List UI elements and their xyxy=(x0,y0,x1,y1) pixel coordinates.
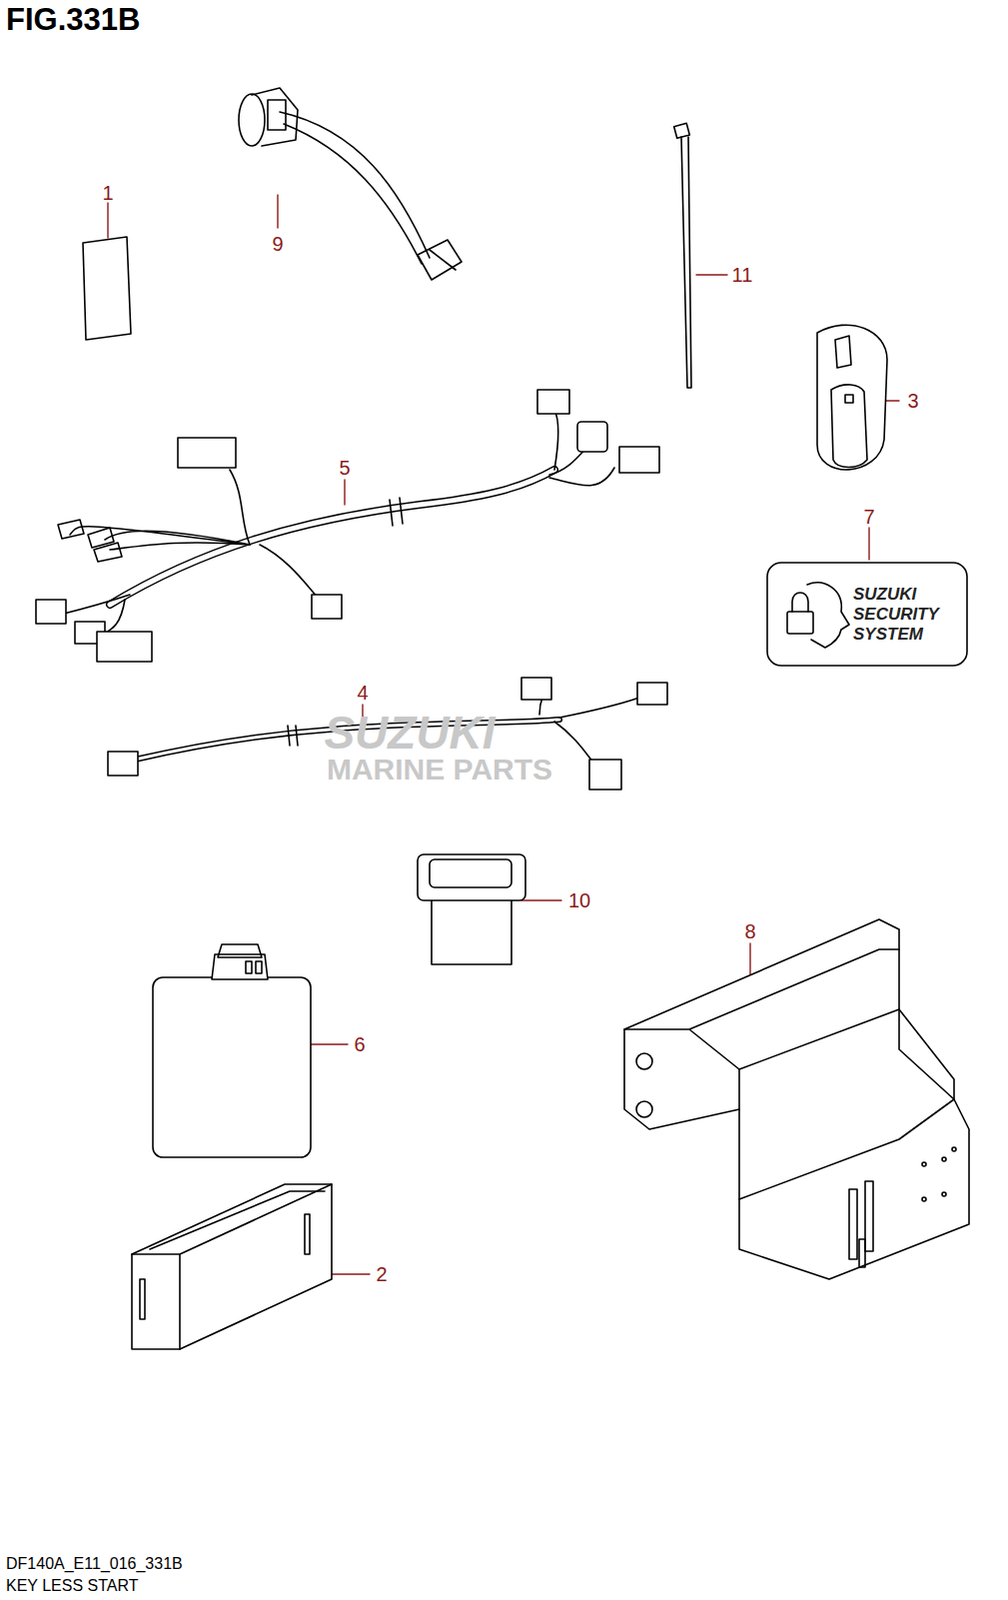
callout-number: 3 xyxy=(907,389,919,413)
figure-title: FIG.331B xyxy=(5,1,140,38)
watermark: SUZUKI xyxy=(323,705,495,760)
security-sticker: SUZUKI SECURITY SYSTEM xyxy=(767,562,968,666)
figure-code: DF140A_E11_016_331B xyxy=(5,1554,183,1573)
callout-number: 5 xyxy=(338,456,350,480)
sticker-text: SUZUKI SECURITY SYSTEM xyxy=(853,584,954,645)
figure-caption: KEY LESS START xyxy=(5,1576,139,1595)
callout-number: 11 xyxy=(732,263,754,287)
callout-number: 10 xyxy=(568,889,591,913)
callout-number: 1 xyxy=(101,181,113,205)
callout-number: 9 xyxy=(271,232,283,256)
callout-number: 7 xyxy=(863,505,875,529)
callout-number: 4 xyxy=(356,681,368,705)
callout-number: 6 xyxy=(353,1032,365,1056)
watermark: MARINE PARTS xyxy=(326,752,553,787)
callout-number: 8 xyxy=(744,920,756,944)
callout-number: 2 xyxy=(375,1262,387,1286)
